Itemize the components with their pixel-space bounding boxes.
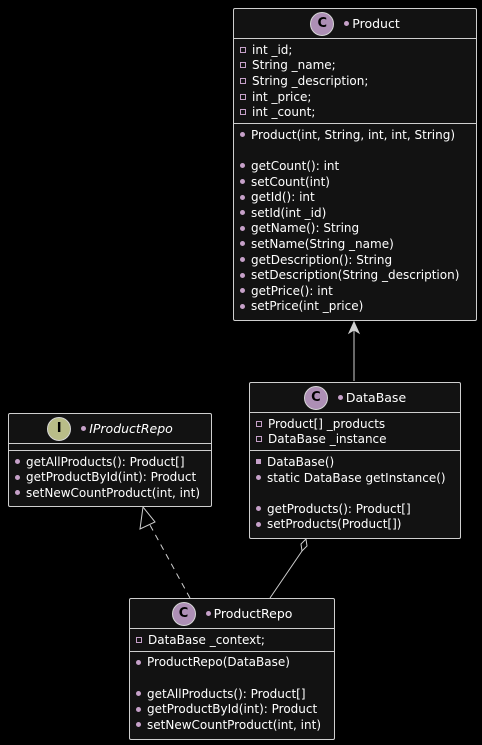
public-method-icon xyxy=(240,225,245,231)
method-row: getPrice(): int xyxy=(234,283,476,299)
association-arrowhead xyxy=(347,320,361,335)
field-row: int _id; xyxy=(234,42,476,58)
method-row: ProductRepo(DataBase) xyxy=(130,655,334,671)
field-row: DataBase _context; xyxy=(130,632,334,648)
private-field-icon xyxy=(240,109,246,116)
field-row: String _name; xyxy=(234,58,476,74)
class-badge-icon: C xyxy=(310,11,335,36)
public-method-icon xyxy=(240,272,245,278)
field-row: Product[] _products xyxy=(250,416,460,432)
class-badge-icon: C xyxy=(171,601,196,626)
productrepo-fields: DataBase _context; xyxy=(130,629,334,652)
product-class[interactable]: C Product int _id; String _name; String … xyxy=(233,8,477,321)
method-row: getName(): String xyxy=(234,221,476,237)
iproductrepo-methods: getAllProducts(): Product[] getProductBy… xyxy=(9,451,211,504)
public-dot-icon xyxy=(205,611,211,616)
iproductrepo-name: IProductRepo xyxy=(89,421,173,436)
public-method-icon xyxy=(240,303,245,309)
public-method-icon xyxy=(136,722,141,728)
method-row: Product(int, String, int, int, String) xyxy=(234,127,476,143)
aggregation-edge xyxy=(269,550,303,599)
method-row: setNewCountProduct(int, int) xyxy=(9,485,211,501)
public-method-icon xyxy=(240,179,245,185)
public-method-icon xyxy=(15,474,20,480)
product-fields: int _id; String _name; String _descripti… xyxy=(234,39,476,124)
database-methods: DataBase() static DataBase getInstance()… xyxy=(250,451,460,535)
product-methods: Product(int, String, int, int, String) g… xyxy=(234,124,476,317)
iproductrepo-interface[interactable]: I IProductRepo getAllProducts(): Product… xyxy=(8,413,212,507)
public-method-icon xyxy=(15,459,20,465)
method-row: setId(int _id) xyxy=(234,205,476,221)
private-field-icon xyxy=(256,420,262,427)
public-method-icon xyxy=(240,288,245,294)
method-row: setNewCountProduct(int, int) xyxy=(130,717,334,733)
realization-edge xyxy=(149,524,191,599)
private-field-icon xyxy=(240,93,246,100)
method-row: getProductById(int): Product xyxy=(9,470,211,486)
public-method-icon xyxy=(136,659,141,665)
interface-badge-icon: I xyxy=(47,416,72,441)
method-row: setPrice(int _price) xyxy=(234,299,476,315)
field-row: int _count; xyxy=(234,104,476,120)
method-row: getAllProducts(): Product[] xyxy=(130,686,334,702)
public-method-icon xyxy=(256,475,261,481)
method-row: getProducts(): Product[] xyxy=(250,501,460,517)
field-row: String _description; xyxy=(234,73,476,89)
product-class-name: Product xyxy=(352,16,400,31)
public-method-icon xyxy=(256,506,261,512)
aggregation-diamond xyxy=(300,537,308,553)
public-dot-icon xyxy=(344,21,350,26)
public-method-icon xyxy=(240,241,245,247)
private-field-icon xyxy=(240,46,246,53)
method-row: DataBase() xyxy=(250,454,460,470)
private-method-icon xyxy=(256,459,261,465)
method-row: setName(String _name) xyxy=(234,236,476,252)
productrepo-class[interactable]: C ProductRepo DataBase _context; Product… xyxy=(129,598,335,740)
method-row: getCount(): int xyxy=(234,158,476,174)
database-fields: Product[] _products DataBase _instance xyxy=(250,413,460,452)
productrepo-methods: ProductRepo(DataBase) getAllProducts(): … xyxy=(130,652,334,736)
method-row: getId(): int xyxy=(234,189,476,205)
class-badge-icon: C xyxy=(303,385,328,410)
public-method-icon xyxy=(240,132,245,138)
public-method-icon xyxy=(136,691,141,697)
public-method-icon xyxy=(256,521,261,527)
realization-arrowhead xyxy=(139,505,156,530)
method-row: static DataBase getInstance() xyxy=(250,470,460,486)
field-row: DataBase _instance xyxy=(250,432,460,448)
field-row: int _price; xyxy=(234,89,476,105)
private-field-icon xyxy=(256,436,262,443)
iproductrepo-fields xyxy=(9,444,211,451)
method-row: setDescription(String _description) xyxy=(234,267,476,283)
method-row: getDescription(): String xyxy=(234,252,476,268)
public-dot-icon xyxy=(337,395,343,400)
public-method-icon xyxy=(15,490,20,496)
method-row: getAllProducts(): Product[] xyxy=(9,454,211,470)
public-method-icon xyxy=(240,163,245,169)
iproductrepo-header: I IProductRepo xyxy=(9,414,211,444)
method-row: getProductById(int): Product xyxy=(130,701,334,717)
public-dot-icon xyxy=(81,426,87,431)
database-class-name: DataBase xyxy=(345,390,407,405)
public-method-icon xyxy=(240,257,245,263)
product-header: C Product xyxy=(234,9,476,39)
public-method-icon xyxy=(136,706,141,712)
method-row: setCount(int) xyxy=(234,174,476,190)
private-field-icon xyxy=(240,62,246,69)
public-method-icon xyxy=(240,210,245,216)
public-method-icon xyxy=(240,194,245,200)
database-header: C DataBase xyxy=(250,383,460,413)
productrepo-class-name: ProductRepo xyxy=(213,606,293,621)
database-class[interactable]: C DataBase Product[] _products DataBase … xyxy=(249,382,461,539)
productrepo-header: C ProductRepo xyxy=(130,599,334,629)
private-field-icon xyxy=(136,636,142,643)
private-field-icon xyxy=(240,77,246,84)
method-row: setProducts(Product[]) xyxy=(250,517,460,533)
